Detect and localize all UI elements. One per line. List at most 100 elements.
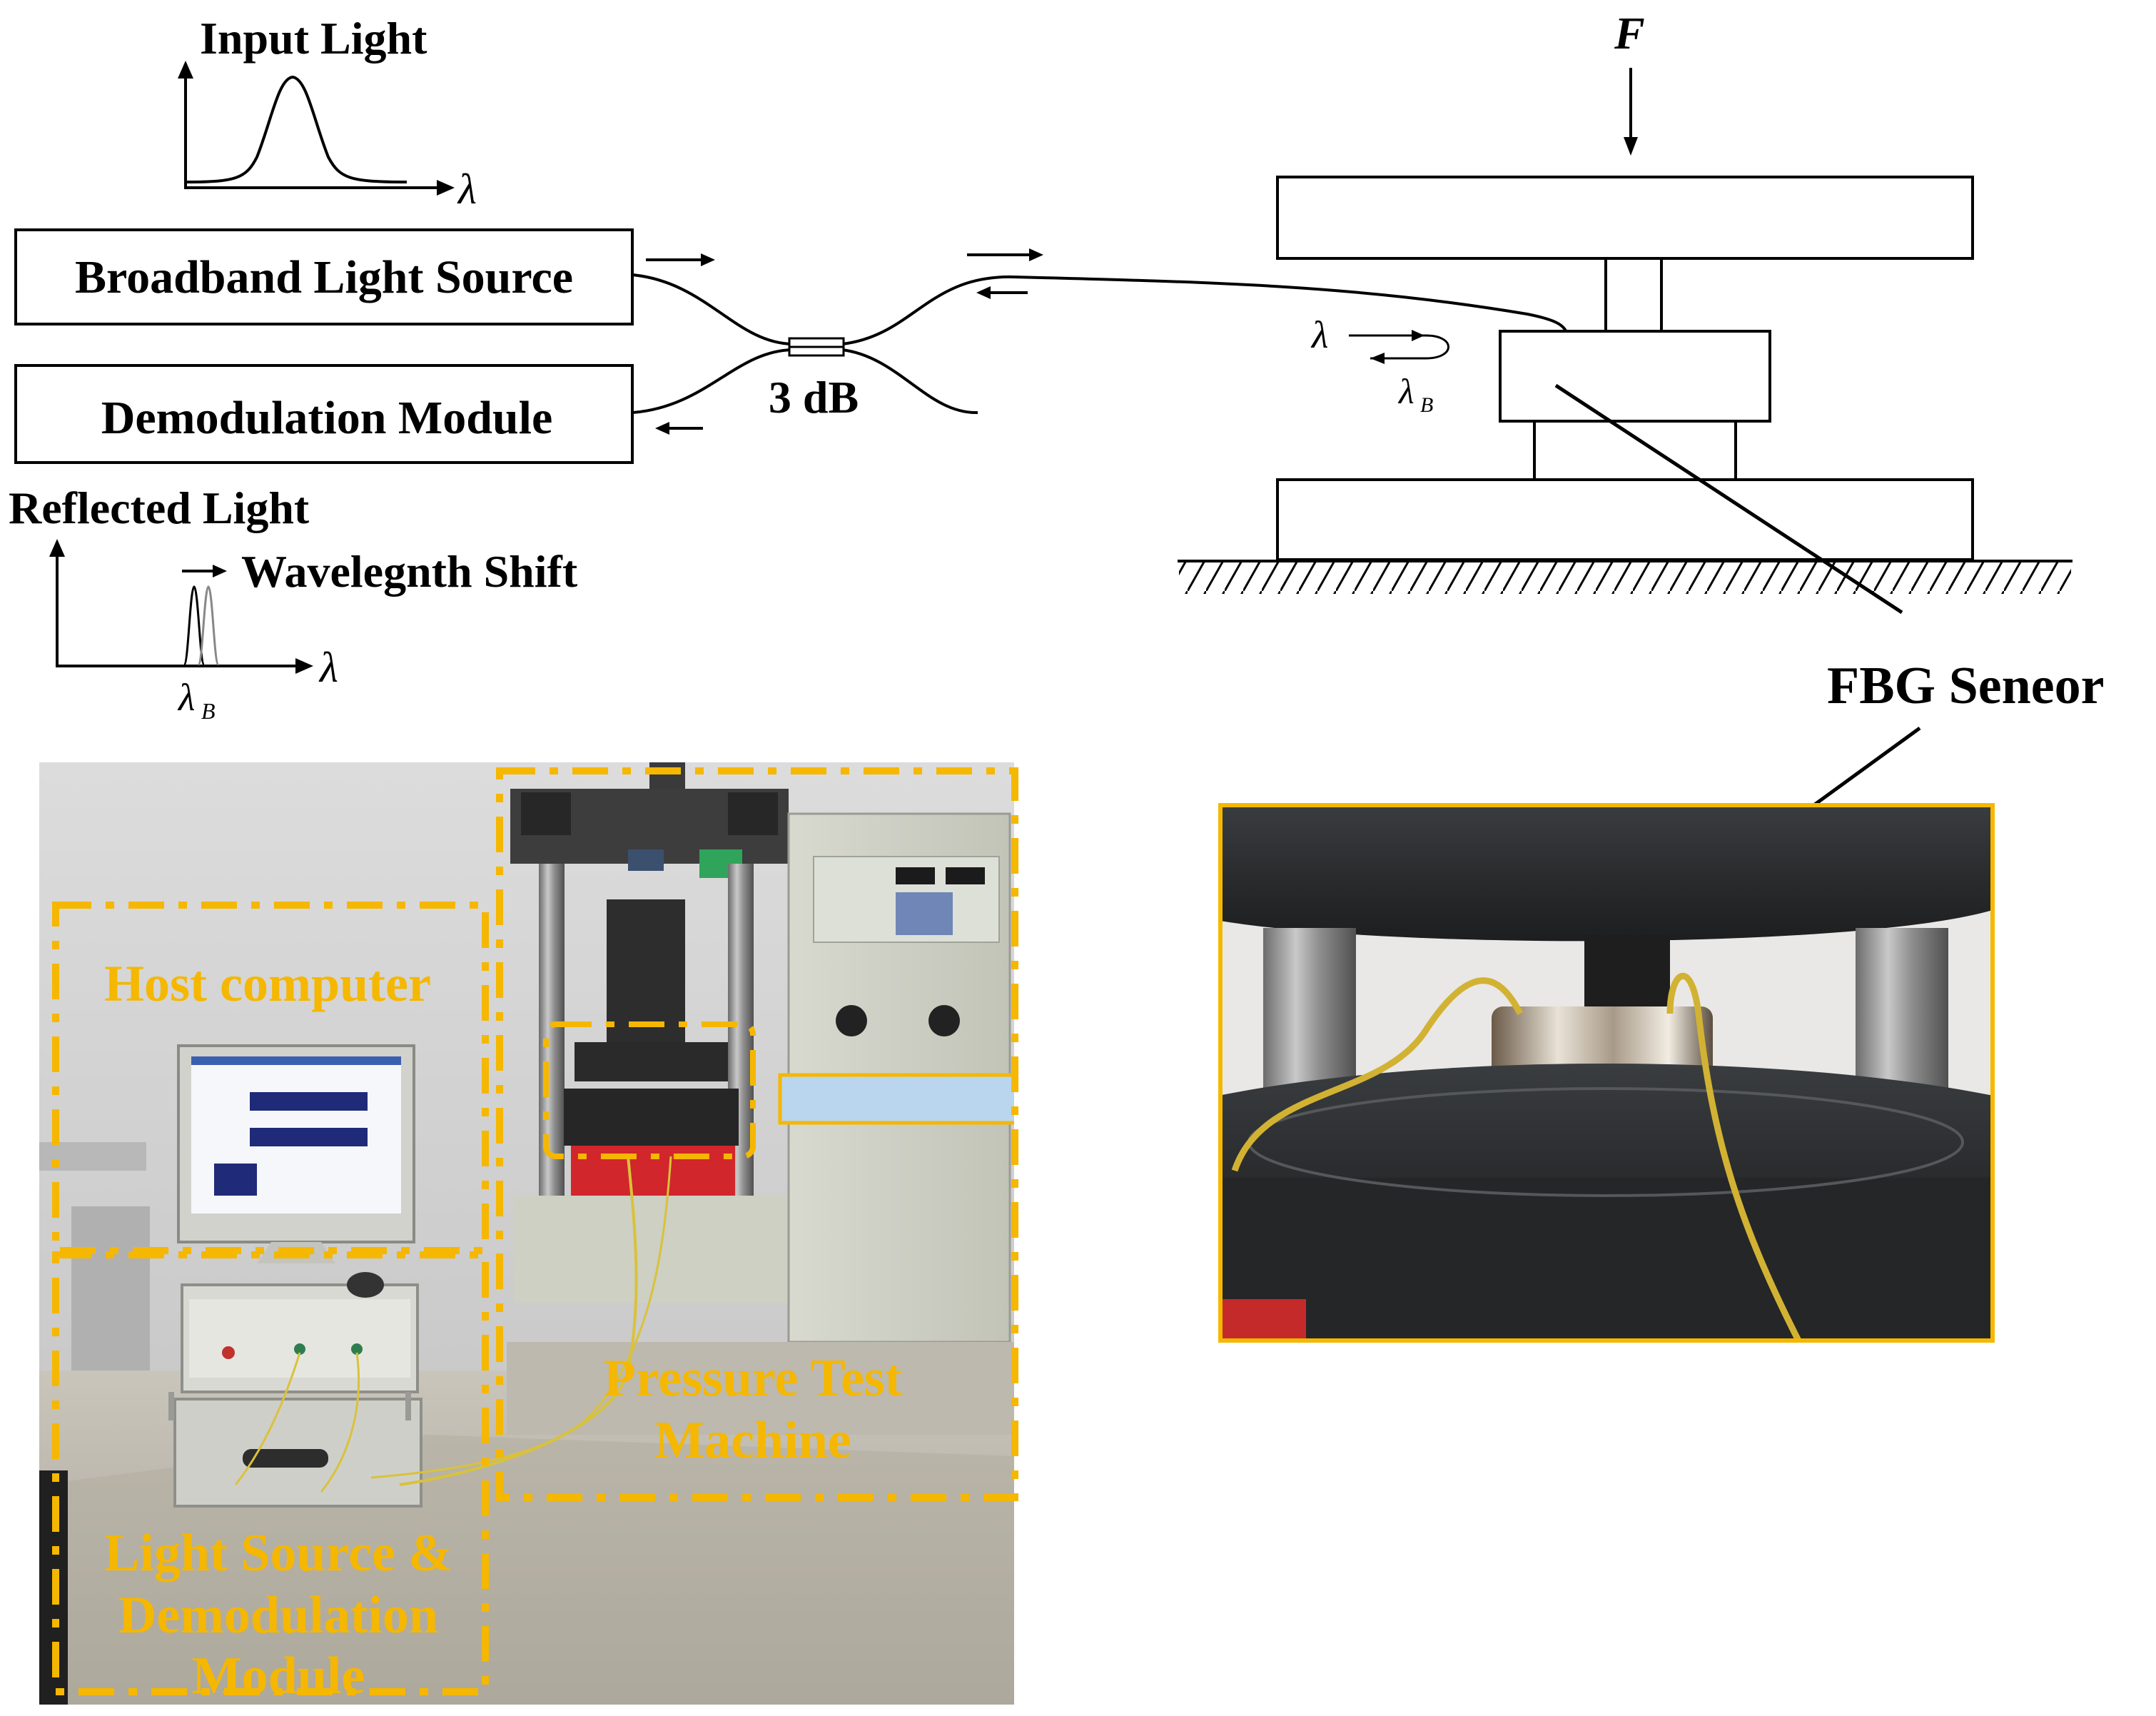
display-2 xyxy=(946,867,985,884)
host-computer-frame xyxy=(52,902,489,1254)
fbg-sensor-label: FBG Seneor xyxy=(1827,657,2104,715)
demodulator-instrument xyxy=(168,1272,422,1508)
fiber-cable-2 xyxy=(370,1156,672,1479)
reflect-arrowhead xyxy=(1370,353,1385,364)
demodulation-module-box xyxy=(14,364,634,464)
light-source-label-2: Demodulation xyxy=(118,1586,438,1645)
screen-thumbnail xyxy=(214,1164,257,1196)
light-source-label-3: Module xyxy=(192,1647,365,1705)
reflected-lambda: λ xyxy=(1397,371,1414,411)
dial-left xyxy=(836,1005,867,1036)
broadband-light-source-label: Broadband Light Source xyxy=(75,251,573,303)
input-light-title: Input Light xyxy=(200,13,427,64)
coupler-label: 3 dB xyxy=(769,372,859,423)
fiber-to-press xyxy=(841,275,1568,345)
closeup-yellow-cable-right xyxy=(1666,973,1802,1341)
coupler-fibers: 3 dB xyxy=(632,273,1568,423)
fiber-forward-arrowhead xyxy=(1029,248,1043,261)
bragg-peak-shifted xyxy=(197,585,220,666)
demodulation-module-label: Demodulation Module xyxy=(101,392,553,444)
keypad xyxy=(896,892,953,935)
closeup-red-ram xyxy=(1220,1299,1306,1341)
closeup-frame xyxy=(1218,803,1995,1343)
zoom-arrow xyxy=(778,1073,1014,1125)
machine-red-ram xyxy=(571,1146,735,1196)
pressure-machine xyxy=(507,762,1014,1435)
fiber-to-demod xyxy=(632,348,793,414)
reflected-lambda-subscript: B xyxy=(1420,393,1433,417)
machine-label-plate xyxy=(628,849,664,871)
reflected-light-title: Reflected Light xyxy=(9,483,310,533)
broadband-light-source-block: Broadband Light Source xyxy=(14,228,634,325)
closeup-sensor-stem xyxy=(1584,935,1670,1014)
input-spectrum-y-arrowhead xyxy=(178,61,193,79)
fiber-port-1 xyxy=(294,1343,305,1355)
machine-upper-plate xyxy=(575,1042,728,1081)
closeup-lower-plate-side xyxy=(1220,1178,1993,1341)
closeup-yellow-cable-left xyxy=(1231,977,1524,1172)
screen-trace-2 xyxy=(250,1128,368,1146)
light-source-label-1: Light Source & xyxy=(104,1524,452,1583)
pressure-machine-label-1: Pressure Test xyxy=(604,1349,903,1408)
reflected-spectrum-y-arrowhead xyxy=(49,539,65,557)
incident-arrowhead xyxy=(1412,330,1424,341)
light-source-frame xyxy=(52,1251,489,1695)
upper-platen xyxy=(1276,176,1974,260)
power-led xyxy=(222,1346,235,1359)
lab-photo: Host computer Pressure Test Machine Ligh… xyxy=(39,762,1018,1705)
reflect-loop xyxy=(1370,334,1449,360)
machine-nut-right xyxy=(728,792,778,835)
zoom-source-frame xyxy=(543,1021,756,1159)
shift-arrowhead xyxy=(213,565,227,577)
lower-platen xyxy=(1276,478,1974,561)
display-1 xyxy=(896,867,935,884)
input-spectrum: Input Light λ xyxy=(178,13,477,213)
case-handle xyxy=(243,1449,328,1468)
fiber-from-source xyxy=(632,273,793,345)
source-out-arrowhead xyxy=(701,253,715,266)
press-schematic: F λ λ B FBG Seneor xyxy=(1178,8,2104,1016)
fiber-open-end xyxy=(841,348,978,415)
direction-arrows xyxy=(646,248,1043,435)
bragg-lambda: λ xyxy=(177,676,195,719)
wavelength-shift-label: Wavelegnth Shift xyxy=(241,546,578,597)
broadband-light-source-box xyxy=(14,228,634,325)
screen-titlebar xyxy=(191,1056,401,1065)
fiber-cable-1 xyxy=(399,1156,638,1486)
fiber-return-arrowhead xyxy=(976,286,991,299)
input-spectrum-x-arrowhead xyxy=(437,180,455,196)
host-computer-label: Host computer xyxy=(104,955,431,1012)
lower-column xyxy=(1533,420,1737,481)
reflected-spectrum: Reflected Light Wavelegnth Shift λ λ B xyxy=(9,483,578,724)
monitor xyxy=(177,1044,415,1263)
fiber-port-2 xyxy=(351,1343,363,1355)
machine-nut-left xyxy=(521,792,571,835)
closeup-upper-platen xyxy=(1220,805,1993,942)
demodulator-front xyxy=(189,1299,410,1378)
demodulation-module-block: Demodulation Module xyxy=(14,364,634,464)
knob xyxy=(347,1272,384,1298)
screen-trace-1 xyxy=(250,1092,368,1111)
sensor-block xyxy=(1499,330,1771,423)
input-spectrum-curve xyxy=(186,75,408,183)
machine-lower-plate xyxy=(564,1089,739,1146)
machine-screw xyxy=(607,899,685,1042)
pressure-machine-frame xyxy=(496,767,1018,1501)
input-spectrum-lambda: λ xyxy=(457,166,477,213)
bragg-subscript: B xyxy=(201,698,216,724)
reflected-spectrum-lambda: λ xyxy=(318,644,338,691)
force-label: F xyxy=(1614,8,1645,59)
gray-box xyxy=(71,1206,150,1371)
fiber-cable-4 xyxy=(320,1352,360,1493)
dial-right xyxy=(928,1005,960,1036)
sensor-callout-line xyxy=(1554,383,1903,615)
fiber-cable-3 xyxy=(234,1352,301,1485)
closeup-sensor-ring xyxy=(1492,1006,1713,1078)
sensor-closeup-photo xyxy=(1218,803,1995,1343)
ground-hatch xyxy=(1179,561,2071,594)
pressure-machine-label-2: Machine xyxy=(654,1411,851,1470)
incident-lambda: λ xyxy=(1310,313,1328,356)
demod-in-arrowhead xyxy=(655,422,669,435)
reflected-spectrum-x-arrowhead xyxy=(295,658,313,674)
